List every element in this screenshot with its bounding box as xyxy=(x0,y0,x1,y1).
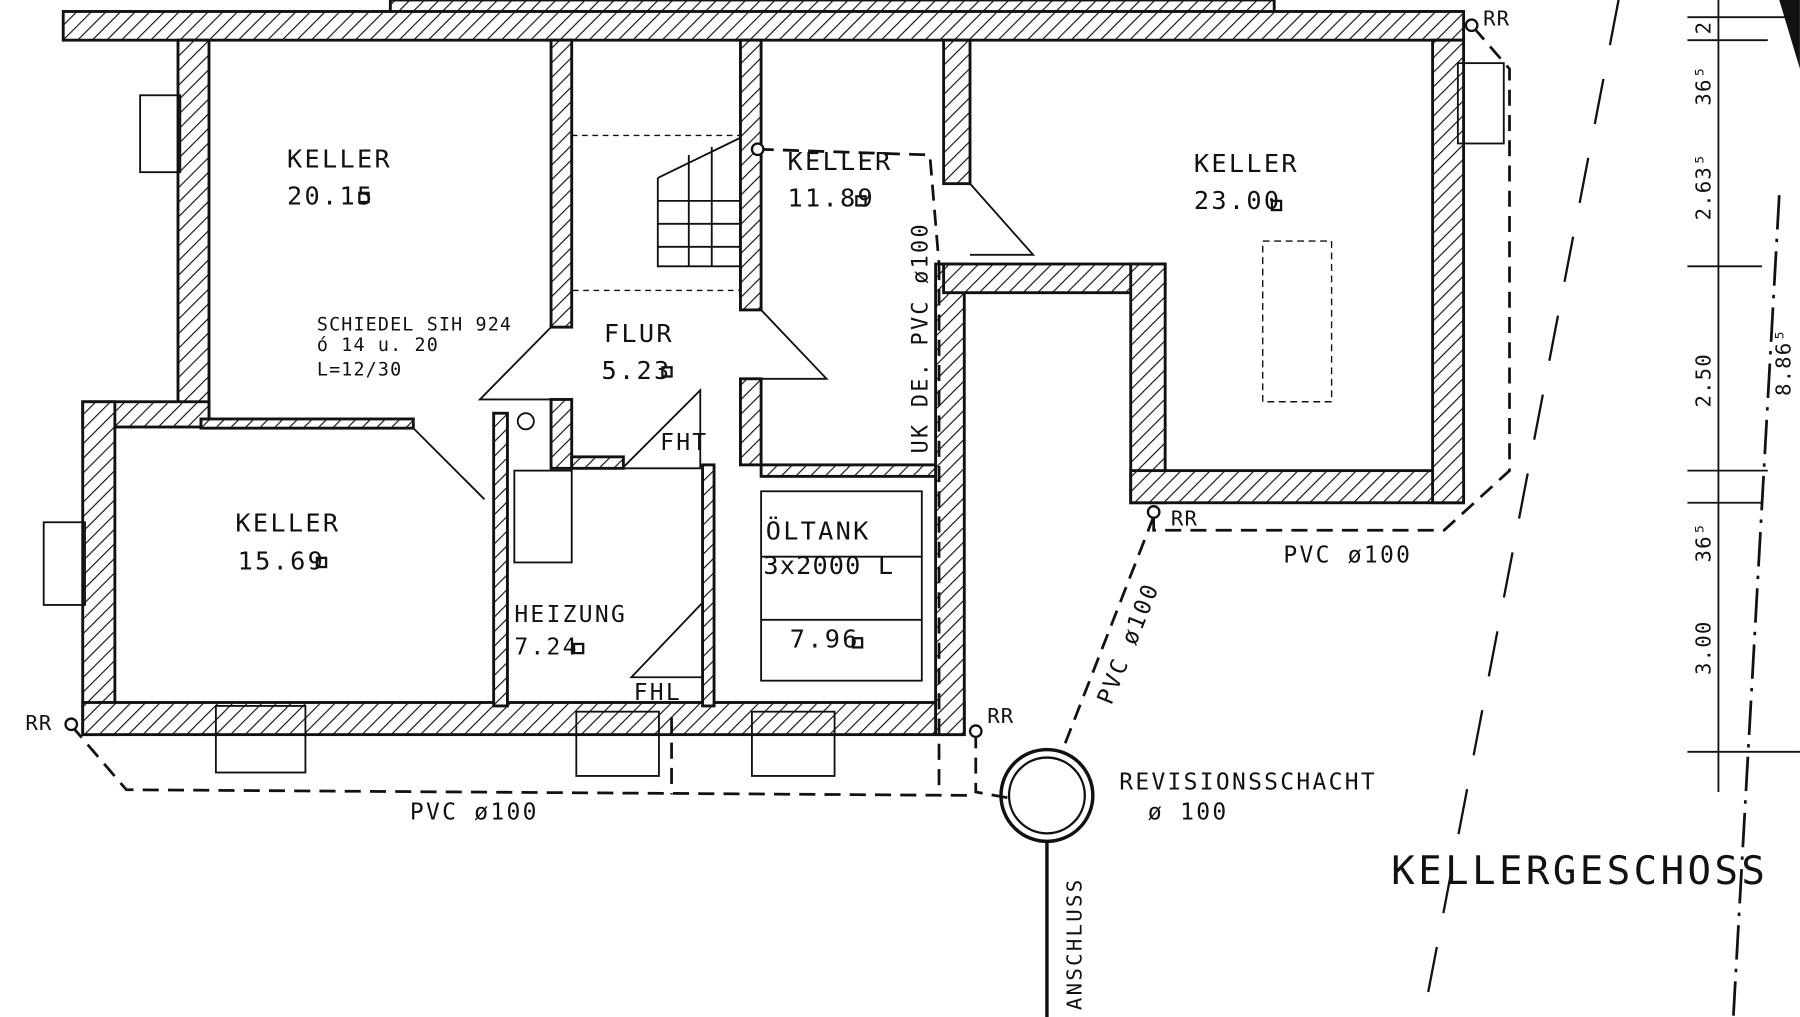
dimension-label: 36⁵ xyxy=(1691,65,1715,106)
pipe-label: PVC ø100 xyxy=(1283,542,1412,568)
room-area: 15.69 xyxy=(238,546,325,575)
door-fhl: FHL xyxy=(634,680,682,706)
dimension-label: 2.63⁵ xyxy=(1691,152,1715,220)
room-name: ÖLTANK xyxy=(766,516,871,545)
rr-label: RR xyxy=(1171,507,1198,531)
room-name: FLUR xyxy=(604,319,674,348)
oil-tank xyxy=(760,490,923,682)
window xyxy=(214,705,307,774)
chimney-label: SCHIEDEL SIH 924 xyxy=(317,315,512,336)
dimension-label: 3.00 xyxy=(1691,621,1715,675)
stairs xyxy=(571,134,742,292)
room-name: KELLER xyxy=(788,147,893,176)
chimney-size: ó 14 u. 20 xyxy=(317,335,439,356)
room-name: KELLER xyxy=(287,145,392,174)
window xyxy=(1456,62,1505,145)
connection-label: ANSCHLUSS xyxy=(1062,878,1086,1011)
property-lines xyxy=(1422,0,1800,1017)
dimension-label: 2 xyxy=(1691,21,1715,35)
manhole xyxy=(999,747,1095,1017)
door-swings xyxy=(412,183,1333,682)
rr-label: RR xyxy=(987,704,1014,728)
room-area: 7.24 xyxy=(514,634,578,660)
door-fht: FHT xyxy=(660,430,708,456)
pipe-label: UK DE. PVC ø100 xyxy=(909,222,934,453)
room-name: KELLER xyxy=(1194,149,1299,178)
windows xyxy=(42,62,1505,777)
manhole-size: ø 100 xyxy=(1148,800,1229,826)
rr-label: RR xyxy=(25,711,52,735)
room-area: 5.23 xyxy=(602,356,672,385)
tank-capacity: 3x2000 L xyxy=(763,551,894,580)
drain-pipes xyxy=(64,18,1511,800)
total-dimension-label: 8.86⁵ xyxy=(1772,328,1796,396)
room-name: KELLER xyxy=(235,508,340,537)
dimension-label: 36⁵ xyxy=(1691,522,1715,563)
room-area: 7.96 xyxy=(790,624,860,653)
window xyxy=(139,94,182,174)
room-area: 23.00 xyxy=(1194,186,1282,215)
manhole-label: REVISIONSSCHACHT xyxy=(1119,770,1377,796)
room-area: 11.89 xyxy=(788,184,876,213)
labels: KELLER 20.15 KELLER 11.89 KELLER 23.00 F… xyxy=(25,6,1795,1010)
room-area: 20.15 xyxy=(287,181,375,210)
drawing-title: KELLERGESCHOSS xyxy=(1391,849,1768,894)
pipe-label: PVC ø100 xyxy=(410,800,539,826)
window xyxy=(751,710,836,777)
window xyxy=(575,710,660,777)
walls xyxy=(61,0,1466,737)
boiler xyxy=(513,469,573,564)
room-name: HEIZUNG xyxy=(514,602,627,628)
rr-label: RR xyxy=(1483,6,1510,30)
window xyxy=(42,521,86,606)
chimney-height: L=12/30 xyxy=(317,359,402,380)
dimension-label: 2.50 xyxy=(1691,353,1715,407)
